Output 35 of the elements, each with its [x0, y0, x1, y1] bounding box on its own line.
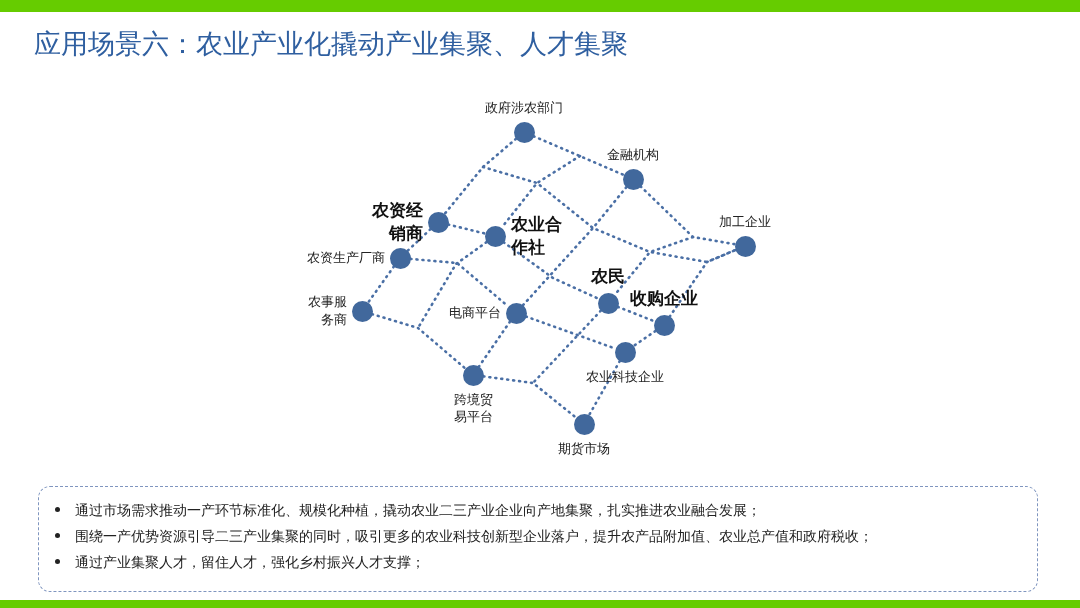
node-label: 跨境贸易平台 — [453, 390, 493, 426]
node-label: 农业科技企业 — [586, 367, 664, 386]
node-label: 农民 — [591, 264, 625, 288]
dotted-connector — [481, 165, 737, 264]
dotted-connector — [587, 359, 622, 417]
dotted-connector — [531, 309, 603, 385]
dotted-connector — [482, 375, 578, 419]
bullet-text: 通过市场需求推动一产环节标准化、规模化种植，撬动农业二三产业企业向产地集聚，扎实推进农业融合发展； — [75, 502, 761, 518]
dotted-connector — [366, 265, 396, 304]
dotted-connector — [443, 137, 518, 216]
node-label: 金融机构 — [607, 145, 659, 164]
dotted-connector — [639, 185, 736, 246]
dotted-connector — [616, 305, 656, 323]
dotted-connector — [477, 320, 512, 368]
node-label: 农事服务商 — [307, 293, 347, 329]
note-box — [38, 486, 1038, 592]
bullet-text: 通过产业集聚人才，留住人才，强化乡村振兴人才支撑； — [75, 554, 425, 570]
slide-title: 应用场景六：农业产业化撬动产业集聚、人才集聚 — [34, 27, 628, 61]
node-label: 期货市场 — [558, 439, 610, 458]
dotted-connector — [632, 329, 657, 348]
bullet-text: 围绕一产优势资源引导二三产业集聚的同时，吸引更多的农业科技创新型企业落户，提升农产品附加值、农业总产值和政府税收； — [75, 528, 873, 544]
node-label: 加工企业 — [719, 212, 771, 231]
node-label: 电商平台 — [448, 304, 501, 322]
dotted-connector — [406, 227, 432, 253]
dotted-connector — [416, 240, 488, 330]
dotted-connector — [502, 240, 600, 300]
node-label: 农资经销商 — [371, 199, 423, 245]
dotted-connector — [370, 312, 467, 370]
dotted-connector — [532, 134, 625, 177]
node-label: 农业合作社 — [510, 213, 562, 259]
dotted-connector — [668, 248, 737, 318]
node-label: 收购企业 — [630, 286, 698, 310]
dotted-connector — [521, 185, 628, 307]
node-label: 政府涉农部门 — [485, 98, 563, 117]
node-label: 农资生产厂商 — [306, 249, 385, 267]
